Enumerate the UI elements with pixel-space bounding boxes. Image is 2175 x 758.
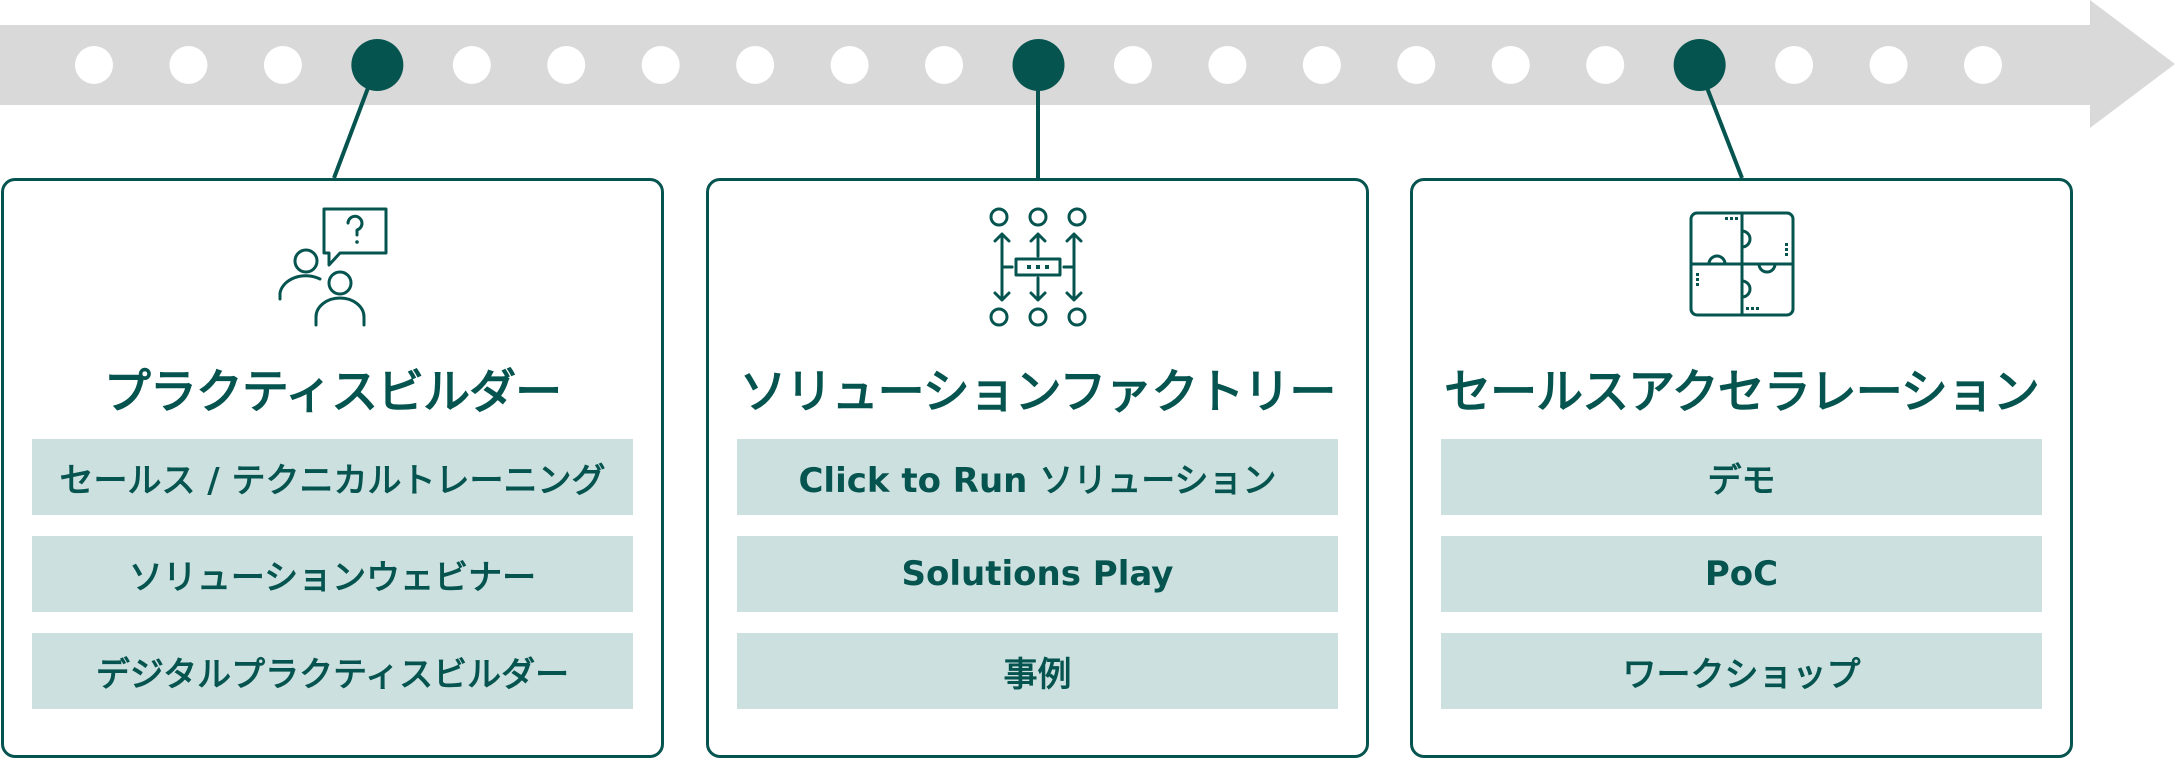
list-item: Solutions Play	[737, 536, 1338, 612]
timeline-dot	[1397, 46, 1436, 84]
timeline-dot	[1869, 46, 1908, 84]
list-item: 事例	[737, 633, 1338, 709]
list-item: Click to Run ソリューション	[737, 439, 1338, 515]
card-title: プラクティスビルダー	[103, 365, 562, 420]
timeline-dot	[75, 46, 113, 84]
timeline-dot	[1208, 46, 1247, 84]
list-item: PoC	[1441, 536, 2042, 612]
milestone-dot	[351, 39, 404, 91]
timeline-dots	[75, 39, 2002, 91]
timeline-dot	[547, 46, 586, 84]
connector-line-3	[1702, 79, 1744, 179]
timeline-dot	[263, 46, 302, 84]
list-item: セールス / テクニカルトレーニング	[32, 439, 633, 515]
puzzle-icon	[1689, 211, 1794, 317]
milestone-dot	[1673, 39, 1726, 91]
timeline-dot	[830, 46, 869, 84]
timeline-dot	[641, 46, 680, 84]
timeline-dot	[1302, 46, 1341, 84]
card-solution-factory: ソリューションファクトリー Click to Run ソリューション Solut…	[706, 178, 1369, 758]
card-title: ソリューションファクトリー	[739, 365, 1337, 420]
timeline-dot	[169, 46, 208, 84]
card-practice-builder: プラクティスビルダー セールス / テクニカルトレーニング ソリューションウェビ…	[1, 178, 664, 758]
milestone-dot	[1012, 39, 1065, 91]
list-item: ワークショップ	[1441, 633, 2042, 709]
timeline-dot	[1775, 46, 1814, 84]
process-flow-icon	[989, 207, 1086, 327]
list-item: デモ	[1441, 439, 2042, 515]
connector-line-1	[332, 79, 373, 179]
timeline-dot	[1113, 46, 1152, 84]
timeline-dot	[1491, 46, 1530, 84]
timeline-dot	[736, 46, 775, 84]
timeline-arrow	[0, 0, 2175, 128]
timeline-dot	[1964, 46, 2002, 84]
list-item: デジタルプラクティスビルダー	[32, 633, 633, 709]
list-item: ソリューションウェビナー	[32, 536, 633, 612]
card-title: セールスアクセラレーション	[1444, 365, 2040, 420]
timeline-dot	[1586, 46, 1625, 84]
timeline-dot	[925, 46, 964, 84]
people-question-icon	[278, 207, 387, 327]
timeline-dot	[452, 46, 491, 84]
card-sales-acceleration: セールスアクセラレーション デモ PoC ワークショップ	[1410, 178, 2073, 758]
